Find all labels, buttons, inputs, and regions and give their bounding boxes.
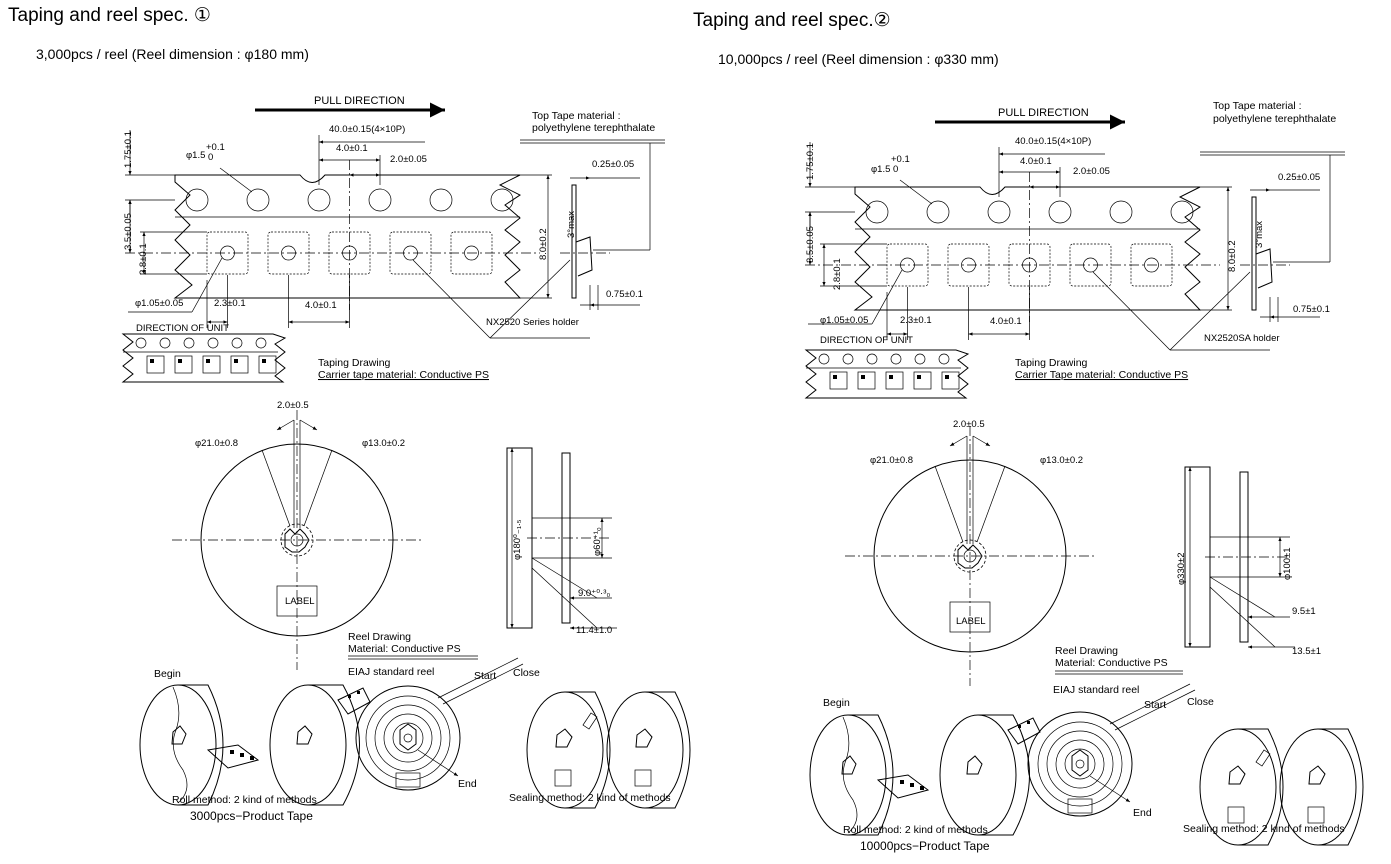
p1-pocket-hole: φ1.05±0.05 [135,298,183,309]
p1-pocket-height: 2.8±0.1 [138,243,149,275]
p1-hole-dia-tol-bot: 0 [208,152,213,163]
panel-2-subtitle: 10,000pcs / reel (Reel dimension : φ330 … [718,51,999,67]
p1-hub-inner: φ13.0±0.2 [362,438,405,449]
p1-pitch-10p: 40.0±0.15(4×10P) [329,124,405,135]
p2-pocket-depth: 0.75±0.1 [1293,304,1330,315]
p2-hole-dia-tol-bot: 0 [893,164,898,175]
p1-close: Close [513,667,540,679]
p1-direction-of-unit: DIRECTION OF UNIT [136,323,229,334]
p1-pull-direction: PULL DIRECTION [314,95,405,107]
p1-roll-method: Roll method: 2 kind of methods [172,794,317,806]
p2-direction-of-unit: DIRECTION OF UNIT [820,335,913,346]
p1-end: End [458,778,477,790]
p1-sealing-method: Sealing method: 2 kind of methods [509,792,671,804]
p1-reel-outer-w: 11.4±1.0 [576,625,612,636]
p1-tilt: 3°max [566,211,577,238]
p2-product-tape: 10000pcs−Product Tape [860,839,990,853]
p1-top-tape-label: Top Tape material : [532,110,621,122]
p1-row-offset: 3.5±0.05 [123,213,134,250]
p1-pocket-width: 2.3±0.1 [214,298,246,309]
p1-holder: NX2520 Series holder [486,317,579,328]
p2-hub-inner: φ13.0±0.2 [1040,455,1083,466]
p2-pocket-hole: φ1.05±0.05 [820,315,868,326]
p2-pocket-height: 2.8±0.1 [832,258,843,290]
p2-end: End [1133,807,1152,819]
p2-hole-dia-tol-top: +0.1 [891,154,910,165]
p2-reel-material: Material: Conductive PS [1055,657,1168,669]
p2-pitch-10p: 40.0±0.15(4×10P) [1015,136,1091,147]
p2-hole-offset: 2.0±0.05 [1073,166,1110,177]
p2-hub-slot: 2.0±0.5 [953,419,985,430]
p2-label-text: LABEL [956,616,986,627]
p1-hole-dia: φ1.5 [186,150,205,161]
panel-1-seal-illustration [526,691,691,809]
p1-start: Start [474,670,496,682]
p1-reel-inner-w: 9.0⁺⁰·³₀ [578,588,610,599]
p2-tape-thickness: 0.25±0.05 [1278,172,1320,183]
panel-2-title: Taping and reel spec.② [693,10,891,31]
p2-eiaj: EIAJ standard reel [1053,684,1139,696]
p1-pocket-depth: 0.75±0.1 [606,289,643,300]
panel-2-unit-strip [805,349,969,399]
p2-pull-direction: PULL DIRECTION [998,107,1089,119]
panel-2-reel-side [1185,467,1295,647]
p2-pocket-pitch: 4.0±0.1 [990,316,1022,327]
p2-tilt: 3°max [1254,221,1265,248]
p2-pocket-width: 2.3±0.1 [900,315,932,326]
p2-begin: Begin [823,697,850,709]
p2-tape-width: 8.0±0.2 [1227,240,1238,272]
p1-reel-material: Material: Conductive PS [348,643,461,655]
p1-hole-offset: 2.0±0.05 [390,154,427,165]
p1-product-tape: 3000pcs−Product Tape [190,809,313,823]
p1-hub-outer: φ21.0±0.8 [195,438,238,449]
p1-reel-dia: φ180⁰₋₁.₅ [512,519,523,560]
p2-row-offset: 3.5±0.05 [805,226,816,263]
p2-hub-dia: φ100±1 [1282,547,1293,580]
p1-hole-dia-tol-top: +0.1 [206,142,225,153]
panel-2-spiral-illustration [1028,684,1195,816]
p1-taping-drawing: Taping Drawing [318,357,391,369]
p2-reel-outer-w: 13.5±1 [1292,646,1321,657]
p2-sealing-method: Sealing method: 2 kind of methods [1183,823,1345,835]
p1-tape-width: 8.0±0.2 [538,228,549,260]
p2-reel-inner-w: 9.5±1 [1292,606,1316,617]
p2-edge-margin: 1.75±0.1 [805,143,816,180]
panel-1-unit-strip [122,333,286,383]
panel-1-roll-illustration [139,684,371,806]
p2-holder: NX2520SA holder [1204,333,1280,344]
panel-2-roll-illustration [809,714,1041,836]
p2-top-tape-label: Top Tape material : [1213,100,1302,112]
panel-1-subtitle: 3,000pcs / reel (Reel dimension : φ180 m… [36,46,309,62]
p1-carrier-material: Carrier tape material: Conductive PS [318,369,489,381]
p1-hub-dia: φ60⁺¹₀ [592,527,603,556]
p1-begin: Begin [154,668,181,680]
p2-carrier-material: Carrier Tape material: Conductive PS [1015,369,1188,381]
p1-top-tape-material: polyethylene terephthalate [532,122,655,134]
p2-hub-outer: φ21.0±0.8 [870,455,913,466]
p1-edge-margin: 1.75±0.1 [123,131,134,168]
panel-1-title: Taping and reel spec. ① [8,5,211,26]
p2-reel-drawing: Reel Drawing [1055,645,1118,657]
p2-close: Close [1187,696,1214,708]
p1-hub-slot: 2.0±0.5 [277,400,309,411]
p1-reel-drawing: Reel Drawing [348,631,411,643]
p2-roll-method: Roll method: 2 kind of methods [843,824,988,836]
p2-top-tape-material: polyethylene terephthalate [1213,113,1336,125]
p2-hole-dia: φ1.5 [871,164,890,175]
p1-label-text: LABEL [285,596,315,607]
p1-pitch-hole: 4.0±0.1 [336,143,368,154]
p2-reel-dia: φ330±2 [1176,552,1187,585]
p2-taping-drawing: Taping Drawing [1015,357,1088,369]
p1-pocket-pitch: 4.0±0.1 [305,300,337,311]
p1-eiaj: EIAJ standard reel [348,666,434,678]
p2-start: Start [1144,699,1166,711]
p1-tape-thickness: 0.25±0.05 [592,159,634,170]
p2-pitch-hole: 4.0±0.1 [1020,156,1052,167]
